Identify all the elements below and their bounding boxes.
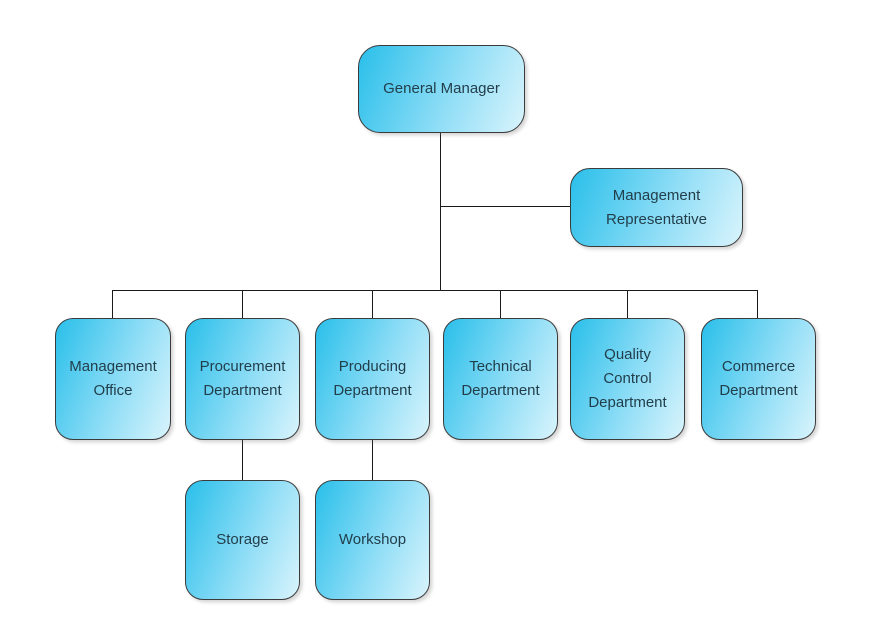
- connector-drop-quality-control: [627, 290, 629, 319]
- connector-trunk: [440, 133, 442, 291]
- node-management-representative: Management Representative: [570, 168, 743, 247]
- connector-drop-technical: [500, 290, 502, 319]
- connector-bus: [112, 290, 758, 292]
- node-commerce-department: Commerce Department: [701, 318, 816, 440]
- connector-drop-management-office: [112, 290, 114, 319]
- node-general-manager: General Manager: [358, 45, 525, 133]
- connector-drop-workshop: [372, 440, 374, 481]
- connector-management-representative: [440, 206, 570, 208]
- node-producing-department: Producing Department: [315, 318, 430, 440]
- node-storage: Storage: [185, 480, 300, 600]
- node-workshop: Workshop: [315, 480, 430, 600]
- node-quality-control-department: Quality Control Department: [570, 318, 685, 440]
- node-technical-department: Technical Department: [443, 318, 558, 440]
- node-management-office: Management Office: [55, 318, 171, 440]
- node-procurement-department: Procurement Department: [185, 318, 300, 440]
- connector-drop-procurement: [242, 290, 244, 319]
- connector-drop-storage: [242, 440, 244, 481]
- connector-drop-commerce: [757, 290, 759, 319]
- connector-drop-producing: [372, 290, 374, 319]
